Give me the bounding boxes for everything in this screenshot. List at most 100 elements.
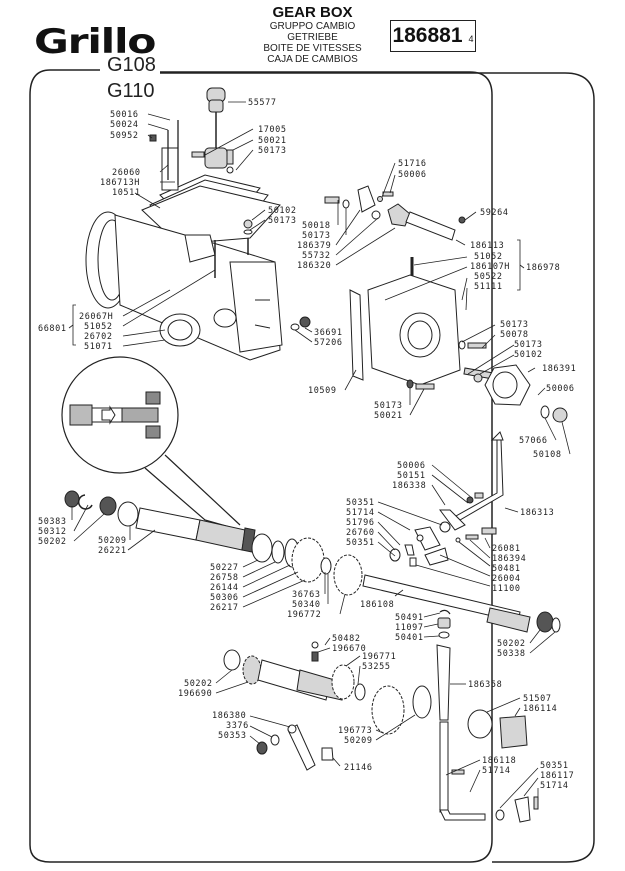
label-50482[interactable]: 50482	[332, 634, 361, 644]
label-50173[interactable]: 50173	[514, 340, 543, 350]
label-50209[interactable]: 50209	[344, 736, 373, 746]
label-26067H[interactable]: 26067H	[79, 312, 113, 322]
label-186313[interactable]: 186313	[520, 508, 554, 518]
label-51071[interactable]: 51071	[84, 342, 113, 352]
label-50108[interactable]: 50108	[533, 450, 562, 460]
label-26221[interactable]: 26221	[98, 546, 127, 556]
label-26144[interactable]: 26144	[210, 583, 239, 593]
label-50351[interactable]: 50351	[346, 538, 375, 548]
label-26004[interactable]: 26004	[492, 574, 521, 584]
label-51052[interactable]: 51052	[84, 322, 113, 332]
label-50173[interactable]: 50173	[258, 146, 287, 156]
label-50021[interactable]: 50021	[374, 411, 403, 421]
label-50312[interactable]: 50312	[38, 527, 67, 537]
label-50173[interactable]: 50173	[374, 401, 403, 411]
label-51714[interactable]: 51714	[540, 781, 569, 791]
label-196772[interactable]: 196772	[287, 610, 321, 620]
label-50173[interactable]: 50173	[500, 320, 529, 330]
label-26760[interactable]: 26760	[346, 528, 375, 538]
label-50151[interactable]: 50151	[397, 471, 426, 481]
label-66801[interactable]: 66801	[38, 324, 67, 334]
label-50209[interactable]: 50209	[98, 536, 127, 546]
label-59264[interactable]: 59264	[480, 208, 509, 218]
bolt-50078-part	[467, 342, 487, 349]
label-50351[interactable]: 50351	[346, 498, 375, 508]
label-186108[interactable]: 186108	[360, 600, 394, 610]
label-50383[interactable]: 50383	[38, 517, 67, 527]
label-186713H[interactable]: 186713H	[100, 178, 140, 188]
label-50078[interactable]: 50078	[500, 330, 529, 340]
label-10511[interactable]: 10511	[112, 188, 141, 198]
label-3376[interactable]: 3376	[226, 721, 249, 731]
label-186380[interactable]: 186380	[212, 711, 246, 721]
label-26702[interactable]: 26702	[84, 332, 113, 342]
label-50021[interactable]: 50021	[258, 136, 287, 146]
washer-57206-part	[290, 323, 300, 331]
label-51507[interactable]: 51507	[523, 694, 552, 704]
label-186394[interactable]: 186394	[492, 554, 526, 564]
label-186358[interactable]: 186358	[468, 680, 502, 690]
label-50202[interactable]: 50202	[184, 679, 213, 689]
label-10509[interactable]: 10509	[308, 386, 337, 396]
label-50006[interactable]: 50006	[398, 170, 427, 180]
label-50481[interactable]: 50481	[492, 564, 521, 574]
label-186118[interactable]: 186118	[482, 756, 516, 766]
label-186320[interactable]: 186320	[297, 261, 331, 271]
label-196690[interactable]: 196690	[178, 689, 212, 699]
label-55577[interactable]: 55577	[248, 98, 277, 108]
label-186391[interactable]: 186391	[542, 364, 576, 374]
label-50491[interactable]: 50491	[395, 613, 424, 623]
label-50173[interactable]: 50173	[268, 216, 297, 226]
label-26758[interactable]: 26758	[210, 573, 239, 583]
label-186379[interactable]: 186379	[297, 241, 331, 251]
label-51796[interactable]: 51796	[346, 518, 375, 528]
label-50102[interactable]: 50102	[514, 350, 543, 360]
label-51716[interactable]: 51716	[398, 159, 427, 169]
label-11100[interactable]: 11100	[492, 584, 521, 594]
label-50202[interactable]: 50202	[38, 537, 67, 547]
label-26060[interactable]: 26060	[112, 168, 141, 178]
label-186978[interactable]: 186978	[526, 263, 560, 273]
label-51714[interactable]: 51714	[346, 508, 375, 518]
label-36691[interactable]: 36691	[314, 328, 343, 338]
label-186114[interactable]: 186114	[523, 704, 557, 714]
label-50202[interactable]: 50202	[497, 639, 526, 649]
label-50006[interactable]: 50006	[546, 384, 575, 394]
label-26081[interactable]: 26081	[492, 544, 521, 554]
label-50024[interactable]: 50024	[110, 120, 139, 130]
shift-rod-handle	[490, 431, 504, 441]
label-196670[interactable]: 196670	[332, 644, 366, 654]
label-186338[interactable]: 186338	[392, 481, 426, 491]
label-57066[interactable]: 57066	[519, 436, 548, 446]
label-196771[interactable]: 196771	[362, 652, 396, 662]
label-53255[interactable]: 53255	[362, 662, 391, 672]
label-55732[interactable]: 55732	[302, 251, 331, 261]
label-17005[interactable]: 17005	[258, 125, 287, 135]
label-51714[interactable]: 51714	[482, 766, 511, 776]
label-50173[interactable]: 50173	[302, 231, 331, 241]
label-186113[interactable]: 186113	[470, 241, 504, 251]
label-50522[interactable]: 50522	[474, 272, 503, 282]
label-50306[interactable]: 50306	[210, 593, 239, 603]
label-57206[interactable]: 57206	[314, 338, 343, 348]
label-51111[interactable]: 51111	[474, 282, 503, 292]
label-26217[interactable]: 26217	[210, 603, 239, 613]
label-186107H[interactable]: 186107H	[470, 262, 510, 272]
label-36763[interactable]: 36763	[292, 590, 321, 600]
label-50401[interactable]: 50401	[395, 633, 424, 643]
label-21146[interactable]: 21146	[344, 763, 373, 773]
label-51052[interactable]: 51052	[474, 252, 503, 262]
label-50227[interactable]: 50227	[210, 563, 239, 573]
label-50016[interactable]: 50016	[110, 110, 139, 120]
label-196773[interactable]: 196773	[338, 726, 372, 736]
label-50351[interactable]: 50351	[540, 761, 569, 771]
label-50353[interactable]: 50353	[218, 731, 247, 741]
label-50952[interactable]: 50952	[110, 131, 139, 141]
label-50006[interactable]: 50006	[397, 461, 426, 471]
label-186117[interactable]: 186117	[540, 771, 574, 781]
label-50340[interactable]: 50340	[292, 600, 321, 610]
label-11097[interactable]: 11097	[395, 623, 424, 633]
label-50102[interactable]: 50102	[268, 206, 297, 216]
label-50338[interactable]: 50338	[497, 649, 526, 659]
label-50018[interactable]: 50018	[302, 221, 331, 231]
